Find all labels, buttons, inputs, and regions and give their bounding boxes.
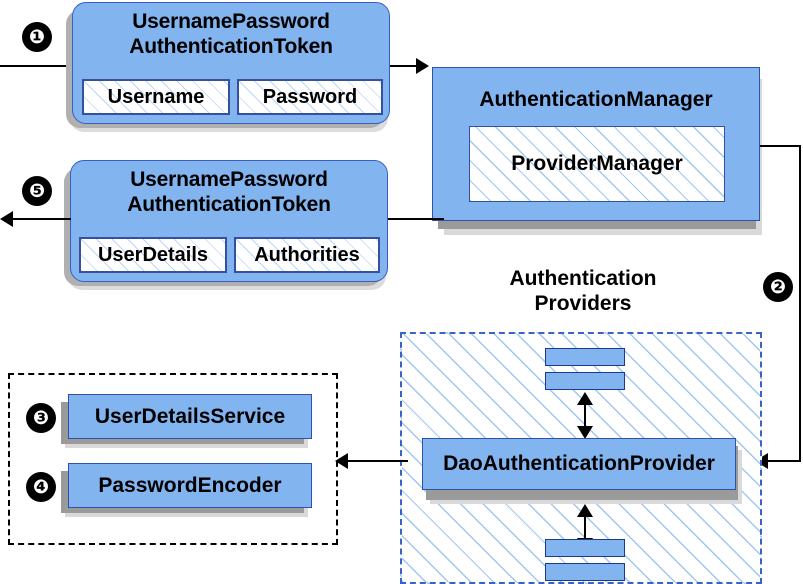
passwordencoder-box[interactable]: PasswordEncoder (68, 463, 312, 508)
authentication-providers-panel: DaoAuthenticationProvider (400, 332, 762, 584)
request-to-manager-arrowhead (416, 58, 429, 74)
provider-stack-bottom-bar-1 (545, 539, 625, 557)
response-outbound-line (13, 218, 71, 220)
response-outbound-arrowhead (0, 211, 13, 227)
marker-step-5: ❺ (22, 176, 52, 206)
manager-to-response-line (388, 218, 444, 220)
provider-stack-bottom-bar-2 (545, 563, 625, 581)
userdetailsservice-box[interactable]: UserDetailsService (68, 394, 312, 439)
inbound-request-line (0, 65, 70, 67)
response-token-box[interactable]: UsernamePassword AuthenticationToken Use… (70, 160, 388, 282)
providers-panel-title-line2: Providers (534, 292, 632, 315)
manager-to-provider-top-line (760, 145, 801, 147)
request-to-manager-line (390, 65, 418, 67)
providers-panel-title: Authentication Providers (468, 266, 698, 316)
response-token-slot-authorities[interactable]: Authorities (234, 237, 380, 273)
passwordencoder-label: PasswordEncoder (98, 473, 282, 497)
provider-to-collaborators-arrowhead (335, 453, 348, 469)
provider-stack-top-bar-2 (545, 372, 625, 390)
marker-step-1: ❶ (22, 22, 52, 52)
provider-top-connector-arrowhead-down (577, 426, 593, 439)
provider-stack-top-bar-1 (545, 348, 625, 366)
provider-top-connector-line (584, 396, 586, 434)
request-token-title-line2: AuthenticationToken (129, 35, 333, 58)
marker-step-2: ❷ (763, 272, 793, 302)
request-token-slot-password[interactable]: Password (237, 79, 383, 115)
dao-authentication-provider-box[interactable]: DaoAuthenticationProvider (422, 438, 736, 490)
providers-panel-title-line1: Authentication (509, 267, 657, 290)
response-token-title: UsernamePassword AuthenticationToken (71, 167, 387, 217)
provider-top-connector-arrowhead-up (577, 392, 593, 405)
provider-bottom-connector-line (584, 508, 586, 546)
response-token-title-line1: UsernamePassword (130, 168, 328, 191)
marker-step-4: ❹ (26, 472, 56, 502)
dao-authentication-provider-label: DaoAuthenticationProvider (443, 452, 715, 475)
collaborators-group (8, 373, 338, 545)
manager-to-provider-vertical-line (799, 145, 801, 461)
provider-to-collaborators-line (348, 460, 408, 462)
authentication-manager-box[interactable]: AuthenticationManager ProviderManager (432, 67, 760, 221)
response-token-slot-userdetails[interactable]: UserDetails (79, 237, 227, 273)
request-token-box[interactable]: UsernamePassword AuthenticationToken Use… (72, 2, 390, 124)
manager-to-provider-bottom-line (766, 460, 801, 462)
request-token-title-line1: UsernamePassword (132, 10, 330, 33)
provider-manager-box[interactable]: ProviderManager (469, 126, 725, 202)
request-token-title: UsernamePassword AuthenticationToken (73, 9, 389, 59)
response-token-title-line2: AuthenticationToken (127, 193, 331, 216)
request-token-slot-username[interactable]: Username (82, 79, 230, 115)
marker-step-3: ❸ (26, 403, 56, 433)
provider-bottom-connector-arrowhead-up (577, 504, 593, 517)
userdetailsservice-label: UserDetailsService (94, 404, 286, 428)
authentication-manager-title: AuthenticationManager (479, 88, 713, 111)
